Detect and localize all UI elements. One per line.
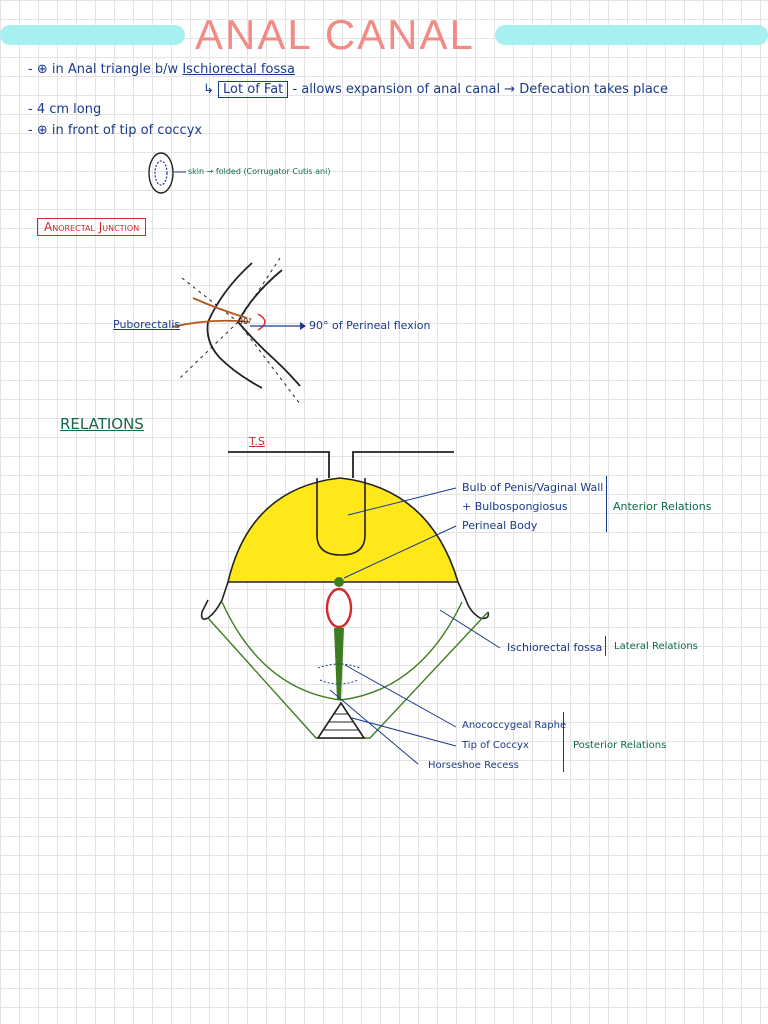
note-line-2: ↳ Lot of Fat - allows expansion of anal … [203,81,668,98]
perineal-body-label: Perineal Body [462,519,538,532]
relations-diagram [200,451,501,765]
anterior-relations-label: Anterior Relations [613,500,712,513]
perineal-flexion-label: 90° of Perineal flexion [309,319,431,332]
note-line-3: - 4 cm long [28,102,102,117]
skin-fold-label: skin → folded (Corrugator Cutis ani) [188,167,331,176]
relations-heading: RELATIONS [60,415,144,433]
note-lot-of-fat: Lot of Fat [218,81,289,98]
anal-opening-icon [148,152,186,194]
header-bar-left [0,25,185,45]
tip-coccyx-label: Tip of Coccyx [462,740,529,751]
puborectalis-label: Puborectalis [113,318,181,331]
anococcygeal-label: Anococcygeal Raphe [462,720,567,731]
posterior-bracket [563,712,564,772]
horseshoe-label: Horseshoe Recess [428,760,519,771]
ts-label: T.S [249,435,265,448]
header-bar-right [495,25,768,45]
note-line-1: - ⊕ in Anal triangle b/w Ischiorectal fo… [28,62,295,77]
bulbospongiosus-label: + Bulbospongiosus [462,500,568,513]
angle-label: 90° [238,317,253,326]
posterior-relations-label: Posterior Relations [573,740,667,751]
lateral-bracket [605,636,606,656]
note-ischiorectal-fossa: Ischiorectal fossa [182,62,295,77]
anterior-bracket [606,476,607,532]
anorectal-junction-diagram [171,257,306,405]
ischiorectal-label: Ischiorectal fossa [507,641,603,654]
note-arrow: ↳ [203,82,214,97]
lateral-relations-label: Lateral Relations [614,641,698,652]
note-line-2-rest: - allows expansion of anal canal → Defec… [292,82,668,97]
anorectal-junction-heading: Anorectal Junction [37,218,147,236]
page-title: ANAL CANAL [195,11,475,58]
note-line-4: - ⊕ in front of tip of coccyx [28,123,203,138]
note-line-1-text: - ⊕ in Anal triangle b/w [28,62,179,77]
bulb-label: Bulb of Penis/Vaginal Wall [462,481,604,494]
